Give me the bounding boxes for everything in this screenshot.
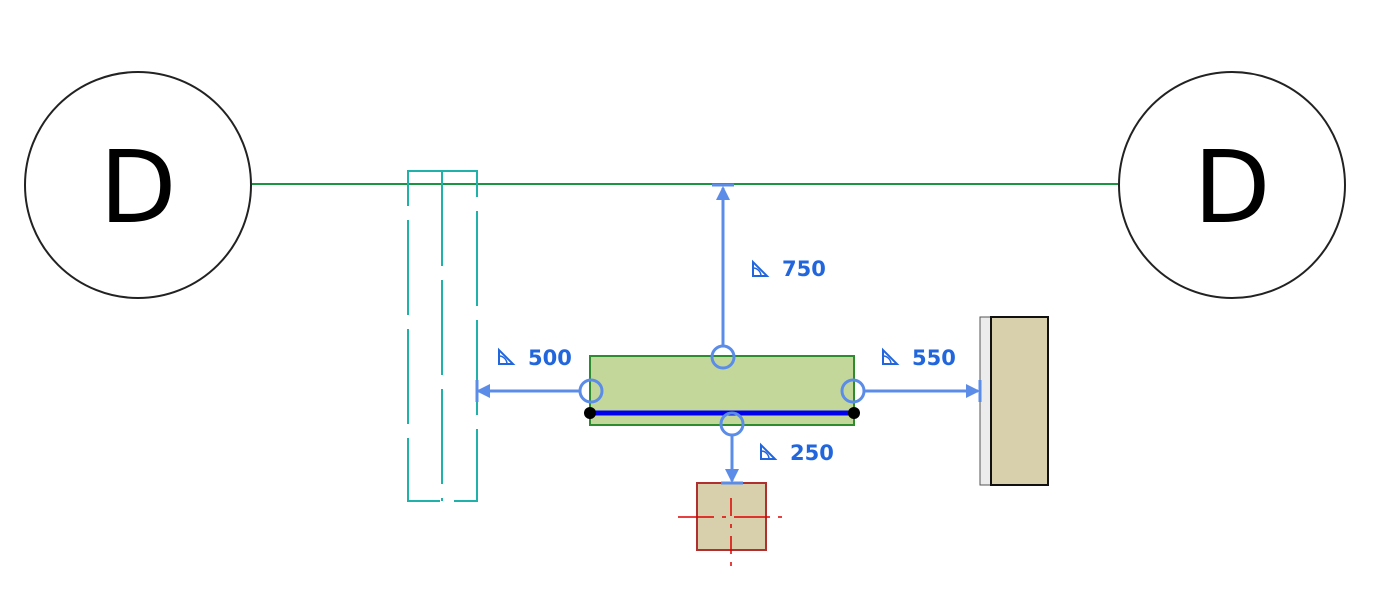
angle-icon bbox=[760, 442, 778, 460]
dimension-bottom[interactable] bbox=[721, 435, 743, 485]
dimension-label-top: 750 bbox=[782, 257, 826, 281]
wall-element-right[interactable] bbox=[979, 316, 1049, 486]
dimension-left[interactable] bbox=[475, 380, 579, 402]
dimension-right[interactable] bbox=[865, 380, 982, 402]
grid-bubble-right[interactable]: D bbox=[1118, 71, 1346, 299]
dimension-top[interactable] bbox=[712, 183, 734, 345]
endpoint-right[interactable] bbox=[848, 407, 860, 419]
grip-handle-left[interactable] bbox=[578, 378, 604, 404]
dimension-label-right: 550 bbox=[912, 346, 956, 370]
column-element[interactable] bbox=[678, 482, 785, 570]
grid-bubble-left[interactable]: D bbox=[24, 71, 252, 299]
dimension-label-bottom: 250 bbox=[790, 441, 834, 465]
beam-element[interactable] bbox=[584, 355, 860, 426]
grip-handle-top[interactable] bbox=[710, 344, 736, 370]
dashed-column[interactable] bbox=[407, 170, 478, 502]
angle-icon bbox=[498, 347, 516, 365]
grid-label-right: D bbox=[1193, 129, 1270, 246]
angle-icon bbox=[882, 347, 900, 365]
grip-handle-bottom[interactable] bbox=[719, 411, 745, 437]
dimension-label-left: 500 bbox=[528, 346, 572, 370]
angle-icon bbox=[752, 259, 770, 277]
grid-label-left: D bbox=[99, 129, 176, 246]
endpoint-left[interactable] bbox=[584, 407, 596, 419]
grip-handle-right[interactable] bbox=[840, 378, 866, 404]
grip-handles bbox=[578, 344, 866, 437]
